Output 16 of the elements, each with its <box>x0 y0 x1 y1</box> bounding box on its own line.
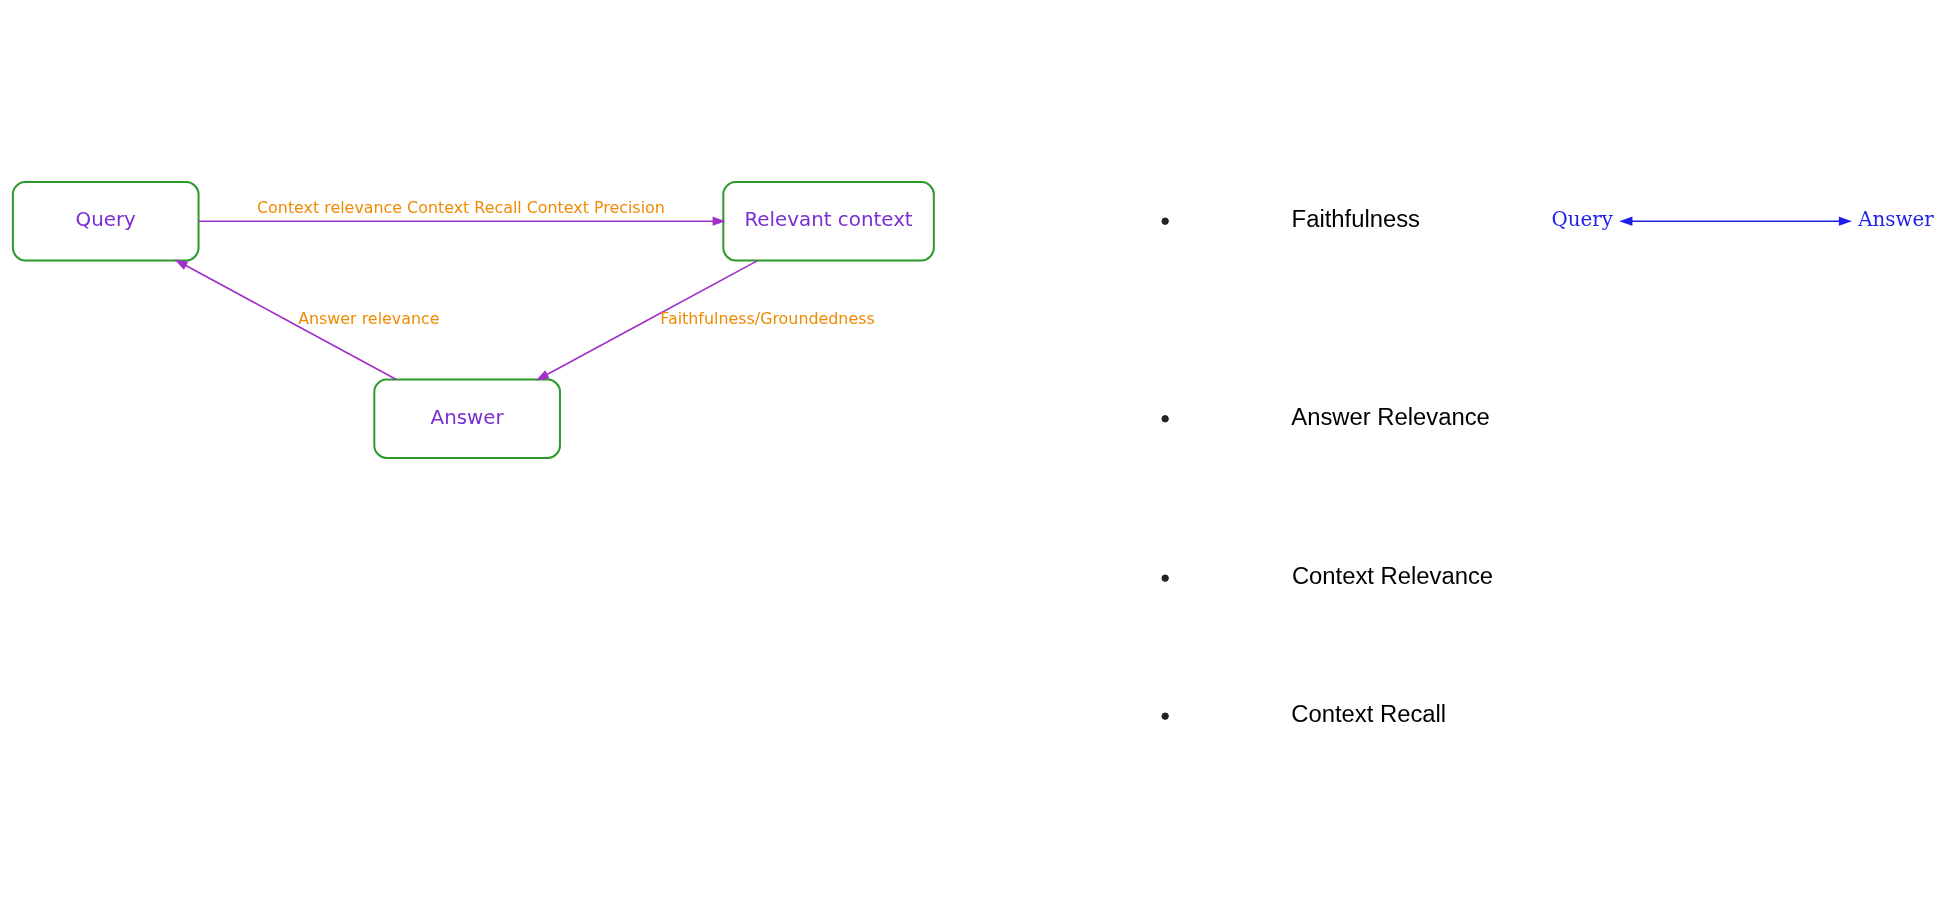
arrow <box>1619 216 1852 226</box>
edge-label: Faithfulness/Groundedness <box>660 308 875 328</box>
edge-label: Answer relevance <box>298 308 440 328</box>
node-box: Relevant context <box>722 180 935 261</box>
label: Faithfulness <box>1291 204 1420 232</box>
arrow <box>535 259 759 381</box>
label: Context Relevance <box>1291 561 1494 589</box>
label: Answer Relevance <box>1291 402 1490 430</box>
node-text: Answer <box>1858 207 1934 231</box>
node-box: Query <box>11 180 200 261</box>
label: Context Recall <box>1291 699 1447 727</box>
node-text: Query <box>1551 207 1613 231</box>
edge-label: Context relevance Context Recall Context Precision <box>257 197 665 217</box>
arrow <box>197 216 726 226</box>
arrow <box>174 258 398 380</box>
node-box: Answer <box>373 378 561 459</box>
